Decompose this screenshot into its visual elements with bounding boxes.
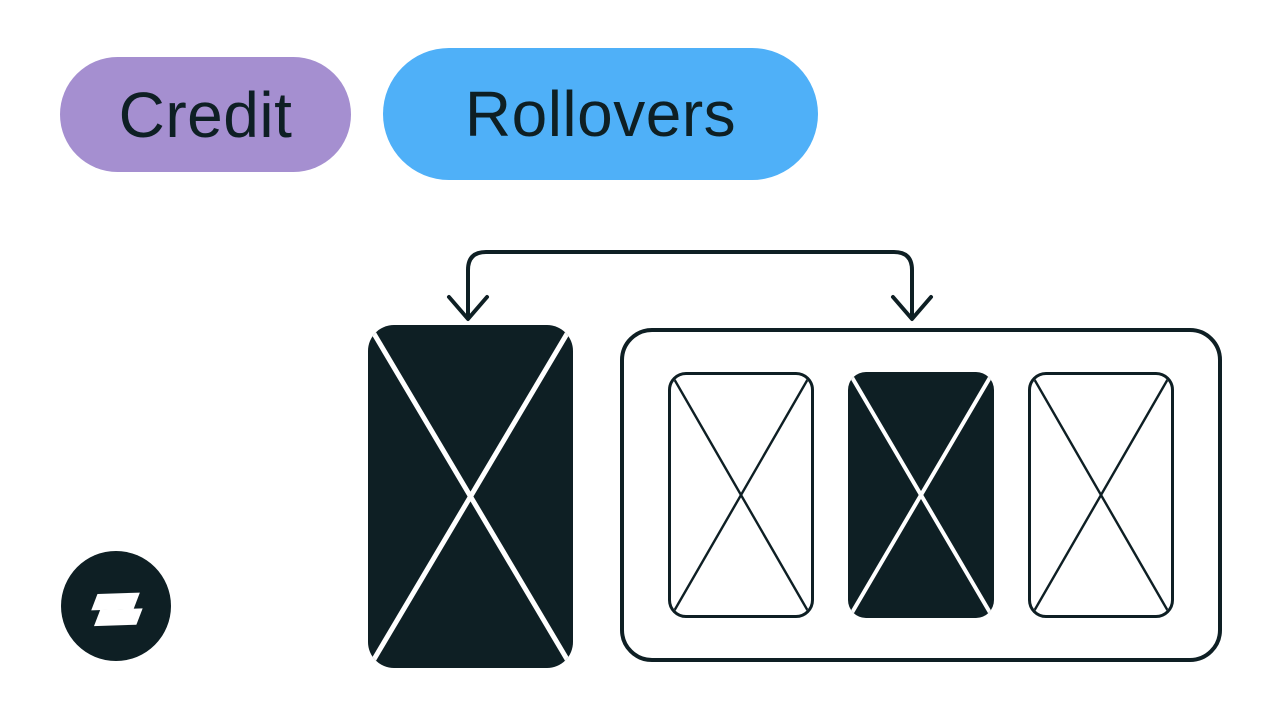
brand-logo-icon <box>60 550 172 662</box>
x-cross-icon <box>1031 376 1171 614</box>
badge-credit-label: Credit <box>118 78 293 151</box>
x-cross-icon <box>368 325 573 668</box>
badge-rollovers-label: Rollovers <box>464 78 737 150</box>
split-arrow-icon <box>430 243 950 331</box>
badge-credit: Credit <box>60 57 351 172</box>
wallet-container <box>620 328 1222 662</box>
wallet-slot-2 <box>848 372 994 618</box>
x-cross-icon <box>848 372 994 618</box>
wallet-slot-1 <box>668 372 814 618</box>
badge-rollovers: Rollovers <box>383 48 818 180</box>
x-cross-icon <box>671 376 811 614</box>
source-credit-card <box>368 325 573 668</box>
wallet-slot-3 <box>1028 372 1174 618</box>
